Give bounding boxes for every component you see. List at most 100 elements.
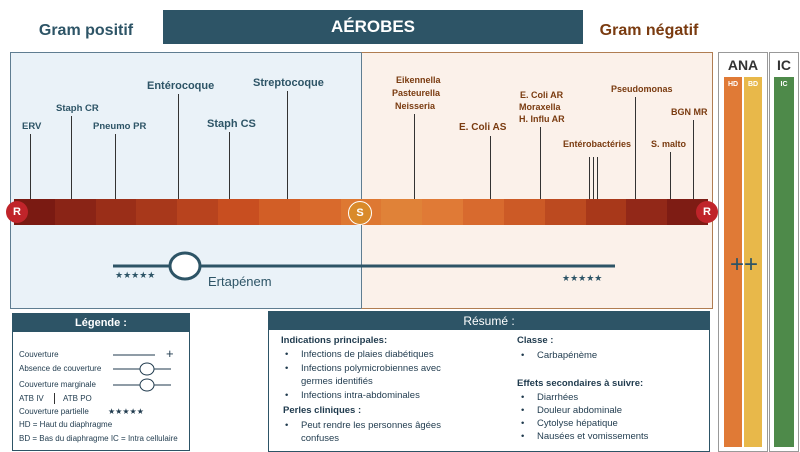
effect-bullet-4: • <box>521 431 525 442</box>
line-pneumo-pr <box>115 134 116 199</box>
line-s-malto <box>670 152 671 199</box>
legend-partial: Couverture partielle <box>19 407 89 416</box>
line-streptocoque <box>287 91 288 199</box>
pearl-bullet-1: • <box>285 420 289 431</box>
bar-segment <box>585 199 627 225</box>
ana-coverage-plus: ++ <box>729 251 759 278</box>
label-h-influ: H. Influ AR <box>519 114 565 124</box>
bar-segment <box>626 199 668 225</box>
bar-segment <box>136 199 178 225</box>
line-enterobacteries-2 <box>593 157 594 199</box>
legend-hd: HD = Haut du diaphragme <box>19 420 113 429</box>
bar-segment <box>503 199 545 225</box>
indication-2: Infections polymicrobiennes avec <box>301 363 441 374</box>
label-enterocoque: Entérocoque <box>147 80 215 92</box>
line-bgn-mr <box>693 120 694 199</box>
label-moraxella: Moraxella <box>519 102 561 112</box>
gram-positive-title: Gram positif <box>38 22 134 39</box>
effect-1: Diarrhées <box>537 392 579 403</box>
label-eikenella: Eikennella <box>396 75 441 85</box>
legend-absence: Absence de couverture <box>19 364 102 373</box>
legend-separator <box>54 393 55 404</box>
bar-segment <box>463 199 504 225</box>
resistant-marker-right: R <box>696 201 718 223</box>
line-enterobacteries-1 <box>589 157 590 199</box>
line-enterocoque <box>178 94 179 199</box>
legend-symbols <box>113 354 171 392</box>
label-pasteurella: Pasteurella <box>392 88 441 98</box>
sensitive-marker: S <box>348 201 372 225</box>
line-staph-cs <box>229 132 230 199</box>
legend-coverage: Couverture <box>19 350 59 359</box>
ic-column: IC IC <box>769 52 799 452</box>
line-staph-cr <box>71 116 72 199</box>
label-ecoli-ar: E. Coli AR <box>520 90 564 100</box>
ana-column: ANA HD BD ++ <box>718 52 768 452</box>
ic-title: IC <box>777 57 791 73</box>
class-bullet: • <box>521 350 525 361</box>
class-value: Carbapénème <box>537 350 598 361</box>
legend-plus: + <box>166 346 174 361</box>
hd-strip: HD <box>724 77 742 447</box>
effect-bullet-3: • <box>521 418 525 429</box>
legend-absence-ellipse <box>139 362 155 376</box>
legend-marginal-ellipse <box>139 378 155 392</box>
bar-segment <box>422 199 464 225</box>
legend-title: Légende : <box>13 314 189 332</box>
label-ecoli-as: E. Coli AS <box>459 122 507 133</box>
label-streptocoque: Streptocoque <box>253 77 324 89</box>
line-pseudomonas <box>635 97 636 199</box>
label-s-malto: S. malto <box>651 139 687 149</box>
indications-title: Indications principales: <box>281 335 388 346</box>
bar-segment <box>544 199 586 225</box>
label-erv: ERV <box>22 121 42 132</box>
indication-bullet-1: • <box>285 349 289 360</box>
indication-bullet-3: • <box>285 390 289 401</box>
pearls-title: Perles cliniques : <box>283 405 362 416</box>
effect-3: Cytolyse hépatique <box>537 418 618 429</box>
line-ecoli-as <box>490 136 491 199</box>
pearl-1: Peut rendre les personnes âgées <box>301 420 441 431</box>
effect-bullet-1: • <box>521 392 525 403</box>
bar-segment <box>177 199 219 225</box>
bar-segment <box>258 199 300 225</box>
line-erv <box>30 134 31 199</box>
ertapenem-coverage-line <box>113 251 615 281</box>
gram-negative-title: Gram négatif <box>599 22 699 39</box>
line-ecoli-ar-group <box>540 127 541 199</box>
indication-1: Infections de plaies diabétiques <box>301 349 434 360</box>
bar-segment <box>54 199 96 225</box>
legend-box: Légende : Couverture + Absence de couver… <box>12 313 190 451</box>
effect-2: Douleur abdominale <box>537 405 623 416</box>
legend-stars: ★★★★★ <box>108 407 144 416</box>
pearl-1-cont: confuses <box>301 433 340 444</box>
effect-4: Nausées et vomissements <box>537 431 649 442</box>
legend-atb-po: ATB PO <box>63 394 92 403</box>
drug-name: Ertapénem <box>208 274 272 289</box>
indication-bullet-2: • <box>285 363 289 374</box>
effects-title: Effets secondaires à suivre: <box>517 378 644 389</box>
bar-segment <box>299 199 341 225</box>
line-eikenella-group <box>414 114 415 199</box>
marginal-coverage-ellipse <box>168 251 202 281</box>
line-enterobacteries-3 <box>597 157 598 199</box>
label-staph-cr: Staph CR <box>56 103 99 114</box>
resistance-gradient-bar <box>14 199 709 225</box>
partial-coverage-stars-left: ★★★★★ <box>115 270 156 280</box>
summary-title: Résumé : <box>269 312 709 330</box>
aerobes-header: AÉROBES <box>163 10 583 44</box>
label-pseudomonas: Pseudomonas <box>611 84 673 94</box>
ana-title: ANA <box>727 57 759 73</box>
partial-coverage-stars-right: ★★★★★ <box>562 273 603 283</box>
label-staph-cs: Staph CS <box>207 118 256 130</box>
indication-3: Infections intra-abdominales <box>301 390 420 401</box>
label-enterobacteries: Entérobactéries <box>563 139 632 149</box>
bar-segment <box>95 199 137 225</box>
bar-segment <box>218 199 259 225</box>
ic-strip: IC <box>774 77 794 447</box>
resistant-marker-left: R <box>6 201 28 223</box>
effect-bullet-2: • <box>521 405 525 416</box>
bd-strip: BD <box>744 77 762 447</box>
label-pneumo-pr: Pneumo PR <box>93 121 147 132</box>
bar-segment <box>381 199 423 225</box>
